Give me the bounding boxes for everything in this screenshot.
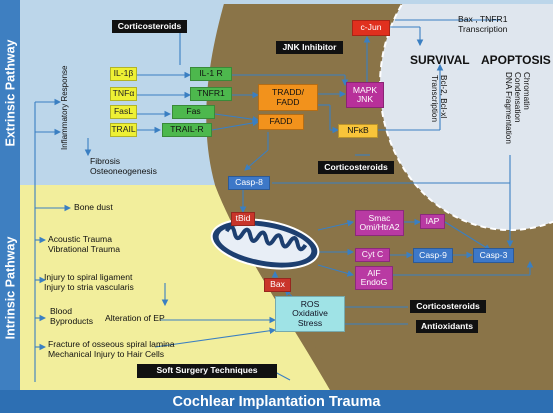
mapk-line2: JNK [356, 94, 374, 104]
extrinsic-text: Extrinsic Pathway [3, 39, 17, 146]
fibrosis-text: Fibrosis Osteoneogenesis [90, 156, 157, 176]
chromatin-text: Chromatin Condensation DNA Fragmentation [503, 72, 531, 144]
node-tnfr1: TNFR1 [190, 87, 232, 101]
blood-line2: Byproducts [50, 315, 93, 326]
acoustic-line2: Vibrational Trauma [48, 243, 120, 254]
ros-line2: Oxidative [292, 308, 328, 319]
node-nfkb: NFκB [338, 124, 378, 138]
jnk-inhibitor-label: JNK Inhibitor [276, 41, 343, 54]
node-tradd-fadd: TRADD/ FADD [258, 84, 318, 111]
blood-byproducts-text: Blood Byproducts [50, 306, 93, 326]
node-tbid: tBid [231, 212, 255, 226]
node-casp3: Casp-3 [473, 248, 514, 263]
corticosteroids-low-label: Corticosteroids [410, 300, 486, 313]
tradd-line2: FADD [276, 96, 300, 107]
ros-line1: ROS [300, 299, 320, 310]
soft-surgery-label: Soft Surgery Techniques [137, 364, 277, 378]
node-il1r: IL-1 R [190, 67, 232, 81]
antioxidants-label: Antioxidants [416, 320, 478, 333]
acoustic-trauma-text: Acoustic Trauma Vibrational Trauma [48, 234, 120, 254]
node-trail: TRAIL [110, 123, 137, 137]
bax-tnfr1-line2: Transcription [458, 23, 508, 34]
node-bax: Bax [264, 278, 291, 292]
corticosteroids-top-label: Corticosteroids [112, 20, 187, 33]
node-iap: IAP [420, 214, 445, 229]
node-cytc: Cyt C [355, 248, 390, 262]
aif-line1: AIF [367, 267, 381, 278]
bcl-transcription-text: Bcl-2, Bcl-xl Transcription [430, 75, 448, 122]
node-casp8: Casp-8 [228, 176, 270, 190]
node-smac: Smac Omi/HtrA2 [355, 210, 404, 236]
bax-tnfr1-transcription-text: Bax , TNFR1 Transcription [458, 14, 508, 34]
bcl-line2: Transcription [429, 75, 439, 123]
extrinsic-pathway-label: Extrinsic Pathway [0, 0, 20, 185]
smac-line2: Omi/HtrA2 [359, 222, 400, 232]
chromatin-line2: Condensation [512, 72, 522, 123]
mapk-line1: MAPK [352, 84, 378, 95]
injury-line2: Injury to stria vascularis [44, 281, 134, 292]
fracture-line2: Mechanical Injury to Hair Cells [48, 348, 165, 359]
intrinsic-pathway-label: Intrinsic Pathway [0, 185, 20, 390]
chromatin-line3: DNA Fragmentation [503, 72, 513, 144]
intrinsic-text: Intrinsic Pathway [3, 236, 17, 339]
node-fasl: FasL [110, 105, 137, 119]
aif-line2: EndoG [360, 277, 388, 287]
node-cjun: c-Jun [352, 20, 390, 36]
ros-line3: Stress [297, 317, 323, 328]
fracture-line1: Fracture of osseous spiral lamina [48, 339, 175, 349]
fibrosis-line1: Fibrosis [90, 156, 121, 166]
bcl-line1: Bcl-2, Bcl-xl [439, 75, 448, 119]
injury-line1: Injury to spiral ligament [44, 272, 133, 282]
survival-label: SURVIVAL [410, 53, 470, 67]
bax-tnfr1-line1: Bax , TNFR1 [458, 14, 508, 24]
node-il1b: IL-1β [110, 67, 137, 81]
fibrosis-line2: Osteoneogenesis [90, 165, 157, 176]
blood-line1: Blood [50, 306, 72, 316]
footer-title: Cochlear Implantation Trauma [0, 390, 553, 413]
inflammatory-response-text: Inflammatory Response [60, 65, 69, 150]
node-ros: ROS Oxidative Stress [275, 296, 345, 332]
corticosteroids-mid-label: Corticosteroids [318, 161, 394, 174]
alteration-ep-text: Alteration of EP [105, 313, 165, 323]
injury-text: Injury to spiral ligament Injury to stri… [44, 272, 134, 292]
node-aif-endog: AIF EndoG [355, 266, 393, 290]
node-casp9: Casp-9 [413, 248, 453, 263]
node-fas: Fas [172, 105, 215, 119]
node-mapk-jnk: MAPK JNK [346, 82, 384, 108]
chromatin-line1: Chromatin [522, 72, 531, 110]
bone-dust-text: Bone dust [74, 202, 113, 212]
node-tnfa: TNFα [110, 87, 137, 101]
node-trailr: TRAIL-R [162, 123, 212, 137]
smac-line1: Smac [368, 212, 391, 223]
node-fadd: FADD [258, 114, 304, 130]
apoptosis-label: APOPTOSIS [481, 53, 551, 67]
fracture-text: Fracture of osseous spiral lamina Mechan… [48, 339, 175, 359]
acoustic-line1: Acoustic Trauma [48, 234, 112, 244]
tradd-line1: TRADD/ [272, 87, 304, 98]
